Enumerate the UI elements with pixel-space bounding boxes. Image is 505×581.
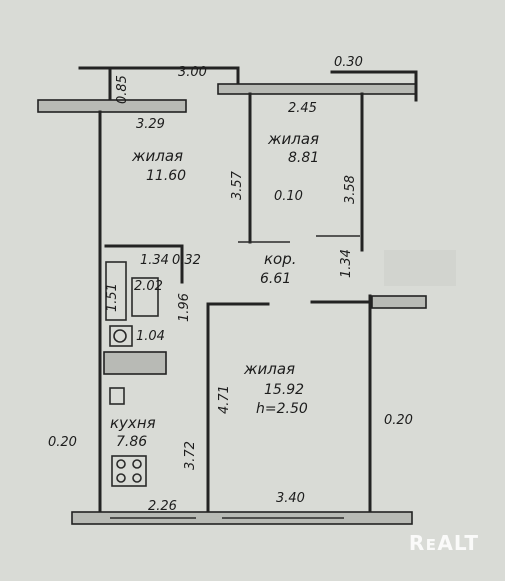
redacted-patch — [384, 250, 456, 286]
room-name-corridor: кор. — [264, 250, 297, 268]
dim-0-10: 0.10 — [274, 189, 303, 204]
dim-3-58: 3.58 — [343, 175, 358, 204]
fixtures — [103, 261, 167, 487]
dim-3-57: 3.57 — [230, 170, 245, 200]
room-height-living-3: h=2.50 — [256, 401, 308, 417]
room-name-living-2: жилая — [267, 130, 319, 148]
room-area-corridor: 6.61 — [260, 271, 291, 287]
room-name-living-3: жилая — [243, 360, 295, 378]
room-area-living-3: 15.92 — [264, 382, 304, 398]
dim-2-26: 2.26 — [148, 499, 177, 514]
realt-watermark: RᴇALT — [408, 531, 479, 555]
room-name-kitchen: кухня — [110, 414, 156, 432]
room-area-wc: 1.04 — [136, 329, 165, 344]
walls — [37, 66, 427, 525]
dim-0-20-left: 0.20 — [48, 435, 77, 450]
room-name-living-1: жилая — [131, 147, 183, 165]
dim-4-71: 4.71 — [217, 385, 232, 414]
dim-1-96: 1.96 — [177, 293, 192, 322]
room-area-living-1: 11.60 — [146, 168, 186, 184]
dim-0-85: 0.85 — [115, 75, 130, 104]
room-area-bath: 2.02 — [134, 279, 163, 294]
dim-3-72: 3.72 — [183, 441, 198, 470]
dim-1-34-right: 1.34 — [339, 249, 354, 278]
dim-1-34-left: 1.34 — [140, 253, 169, 268]
dim-0-20-right: 0.20 — [384, 413, 413, 428]
dim-0-30: 0.30 — [334, 55, 363, 70]
room-area-kitchen: 7.86 — [116, 434, 147, 450]
room-area-living-2: 8.81 — [288, 150, 319, 166]
dim-0-32: 0.32 — [172, 253, 201, 268]
dim-2-45: 2.45 — [288, 101, 317, 116]
dim-3-40: 3.40 — [276, 491, 305, 506]
dim-1-51: 1.51 — [105, 283, 120, 312]
dim-3-00: 3.00 — [178, 65, 207, 80]
dim-3-29: 3.29 — [136, 117, 165, 132]
